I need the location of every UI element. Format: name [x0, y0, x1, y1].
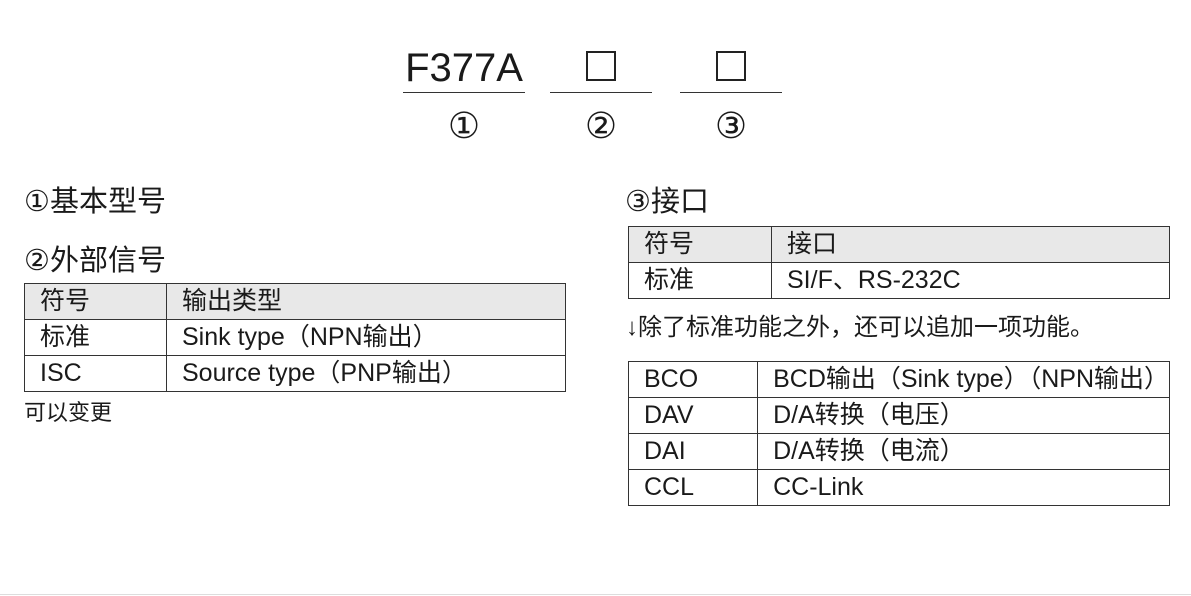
code-index-1: ① [447, 105, 481, 146]
header-cell: 符号 [24, 283, 167, 320]
interface-option-note: ↓除了标准功能之外，还可以追加一项功能。 [626, 314, 1094, 341]
table-cell: CCL [627, 469, 759, 506]
table-header-row: 符号 接口 [628, 226, 1170, 263]
code-underline-3 [680, 92, 782, 93]
signal-heading: ②外部信号 [24, 245, 166, 277]
table-row: CCL CC-Link [627, 469, 1170, 506]
signal-table: 符号 输出类型 标准 Sink type（NPN输出） ISC Source t… [24, 283, 566, 392]
code-index-3: ③ [714, 105, 748, 146]
table-cell: DAI [627, 433, 759, 470]
table-cell: CC-Link [757, 469, 1170, 506]
table-cell: SI/F、RS-232C [771, 262, 1170, 299]
interface-table: 符号 接口 标准 SI/F、RS-232C [628, 226, 1170, 299]
table-cell: ISC [24, 355, 167, 392]
header-cell: 接口 [771, 226, 1170, 263]
table-cell: 标准 [628, 262, 772, 299]
bottom-divider [0, 594, 1191, 595]
code-underline-1 [403, 92, 525, 93]
table-cell: Source type（PNP输出） [166, 355, 566, 392]
table-row: 标准 Sink type（NPN输出） [24, 319, 566, 356]
table-cell: D/A转换（电流） [757, 433, 1170, 470]
table-cell: BCO [627, 361, 759, 398]
interface-heading: ③接口 [625, 186, 709, 218]
table-cell: BCD输出（Sink type）（NPN输出） [757, 361, 1170, 398]
table-row: DAI D/A转换（电流） [627, 433, 1170, 470]
table-row: BCO BCD输出（Sink type）（NPN输出） [627, 361, 1170, 398]
table-cell: D/A转换（电压） [757, 397, 1170, 434]
signal-note: 可以变更 [24, 400, 113, 425]
table-header-row: 符号 输出类型 [24, 283, 566, 320]
option-box-2 [550, 44, 652, 92]
table-row: 标准 SI/F、RS-232C [628, 262, 1170, 299]
table-row: ISC Source type（PNP输出） [24, 355, 566, 392]
option-table: BCO BCD输出（Sink type）（NPN输出） DAV D/A转换（电压… [627, 361, 1170, 506]
table-row: DAV D/A转换（电压） [627, 397, 1170, 434]
model-code-base: F377A [405, 46, 523, 90]
header-cell: 输出类型 [166, 283, 566, 320]
table-cell: 标准 [24, 319, 167, 356]
model-heading: ①基本型号 [24, 186, 166, 218]
header-cell: 符号 [628, 226, 772, 263]
code-index-2: ② [584, 105, 618, 146]
table-cell: DAV [627, 397, 759, 434]
option-box-3 [680, 44, 782, 92]
code-underline-2 [550, 92, 652, 93]
table-cell: Sink type（NPN输出） [166, 319, 566, 356]
